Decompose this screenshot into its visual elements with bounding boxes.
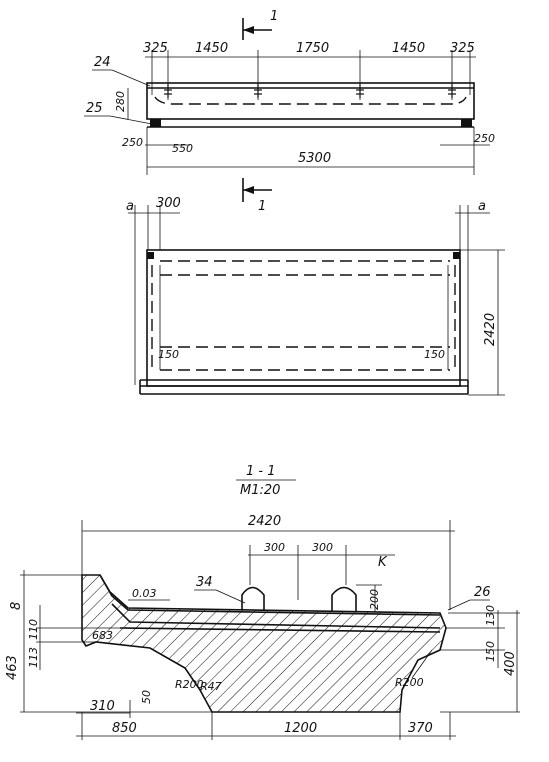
plan-view: a 300 a 150 150 2420 (126, 196, 505, 396)
dim-325-right: 325 (450, 41, 475, 56)
section-dim-150: 150 (484, 641, 497, 662)
section-r200-right: R200 (395, 676, 424, 689)
section-label-bottom: 1 (258, 199, 266, 214)
dim-1450-left: 1450 (195, 41, 228, 56)
dim-325-left: 325 (143, 41, 168, 56)
section-view: 1 - 1 M1:20 2420 300 300 K 34 200 0.03 (5, 464, 520, 740)
section-scale: M1:20 (240, 483, 280, 498)
dim-250-right: 250 (474, 132, 495, 145)
dim-5300: 5300 (298, 151, 331, 166)
callout-26: 26 (474, 585, 491, 600)
section-dim-200: 200 (368, 589, 381, 610)
section-r200-left: R200 (175, 678, 204, 691)
dim-1750: 1750 (296, 41, 329, 56)
plan-dim-2420: 2420 (483, 313, 498, 346)
section-dim-463: 463 (5, 655, 20, 680)
section-dim-400: 400 (503, 651, 518, 676)
side-view: 325 1450 1750 1450 325 24 25 280 250 (84, 41, 495, 175)
section-r47: R47 (200, 680, 222, 693)
section-dim-2420: 2420 (248, 514, 281, 529)
dim-1450-right: 1450 (392, 41, 425, 56)
section-dim-1200: 1200 (284, 721, 317, 736)
section-dim-850: 850 (112, 721, 137, 736)
plan-dim-300: 300 (156, 196, 181, 211)
plan-dim-150-left: 150 (158, 348, 179, 361)
section-dim-8: 8 (9, 602, 24, 610)
plan-a-left: a (126, 199, 134, 214)
section-dim-370: 370 (408, 721, 433, 736)
dim-250-left: 250 (122, 136, 143, 149)
dim-280: 280 (114, 91, 127, 112)
callout-24: 24 (94, 55, 111, 70)
section-dim-110: 110 (27, 619, 40, 640)
beam-section-body (81, 574, 447, 713)
section-dim-130: 130 (484, 605, 497, 626)
plan-a-right: a (478, 199, 486, 214)
section-title: 1 - 1 (246, 464, 276, 479)
section-dim-113: 113 (27, 647, 40, 668)
section-label-top: 1 (270, 9, 278, 24)
callout-25: 25 (86, 101, 103, 116)
section-slope: 0.03 (132, 587, 157, 600)
section-dim-50: 50 (140, 690, 153, 704)
section-dim-683: 683 (92, 629, 113, 642)
dim-550: 550 (172, 142, 193, 155)
plan-dim-150-right: 150 (424, 348, 445, 361)
section-dim-300b: 300 (312, 541, 333, 554)
section-marker-bottom: 1 (242, 178, 272, 214)
section-dim-310: 310 (90, 699, 115, 714)
callout-34: 34 (196, 575, 213, 590)
section-marker-top: 1 (242, 9, 278, 40)
section-k: K (378, 555, 388, 570)
section-dim-300a: 300 (264, 541, 285, 554)
